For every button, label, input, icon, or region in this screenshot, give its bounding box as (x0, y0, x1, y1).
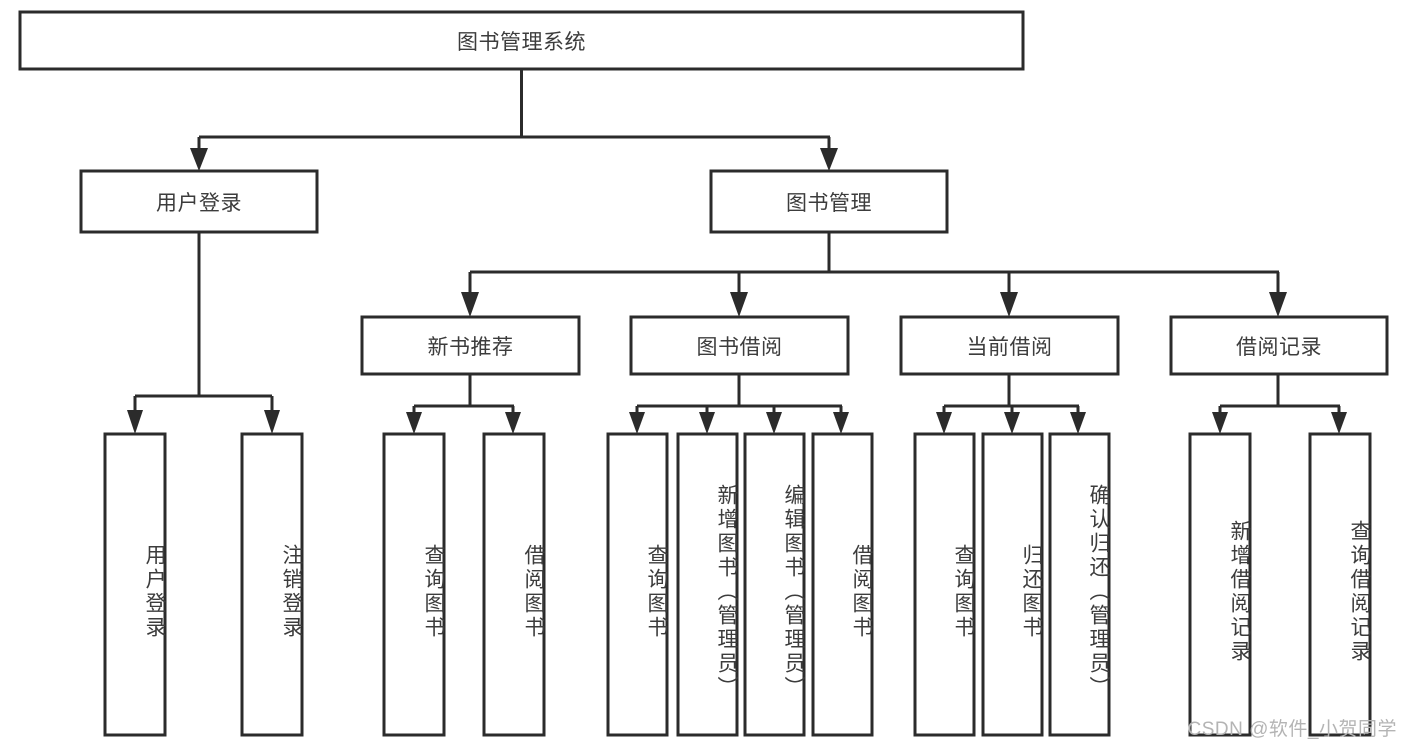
node-box-leaf-user-login (103, 432, 167, 737)
node-box-leaf-add-book (676, 432, 739, 737)
node-box-leaf-query-book-2 (606, 432, 669, 737)
node-box-book-manage (709, 169, 949, 234)
node-box-leaf-return-book (981, 432, 1044, 737)
connector-group-borrow-record (1212, 374, 1347, 434)
connector-group-book-manage (461, 232, 1287, 317)
connector-group-current-borrow (936, 374, 1086, 434)
node-box-leaf-logout (240, 432, 304, 737)
node-box-current-borrow (899, 315, 1120, 376)
node-box-leaf-add-record (1188, 432, 1252, 737)
node-box-leaf-edit-book (743, 432, 806, 737)
node-box-borrow-record (1169, 315, 1389, 376)
node-box-root (18, 10, 1025, 71)
node-box-leaf-borrow-book-2 (811, 432, 874, 737)
node-box-leaf-confirm-return (1048, 432, 1111, 737)
node-box-book-borrow (629, 315, 850, 376)
node-box-new-book-rec (360, 315, 581, 376)
connector-group-user-login (127, 232, 280, 434)
node-box-leaf-query-book-1 (382, 432, 446, 737)
node-box-leaf-borrow-book-1 (482, 432, 546, 737)
connector-group-root (190, 69, 838, 171)
connector-group-book-borrow (629, 374, 849, 434)
connector-group-new-book-rec (406, 374, 521, 434)
node-box-leaf-query-book-3 (913, 432, 976, 737)
csdn-watermark: CSDN @软件_小贺同学 (1187, 719, 1397, 740)
node-box-user-login (79, 169, 319, 234)
node-box-leaf-query-record (1308, 432, 1372, 737)
